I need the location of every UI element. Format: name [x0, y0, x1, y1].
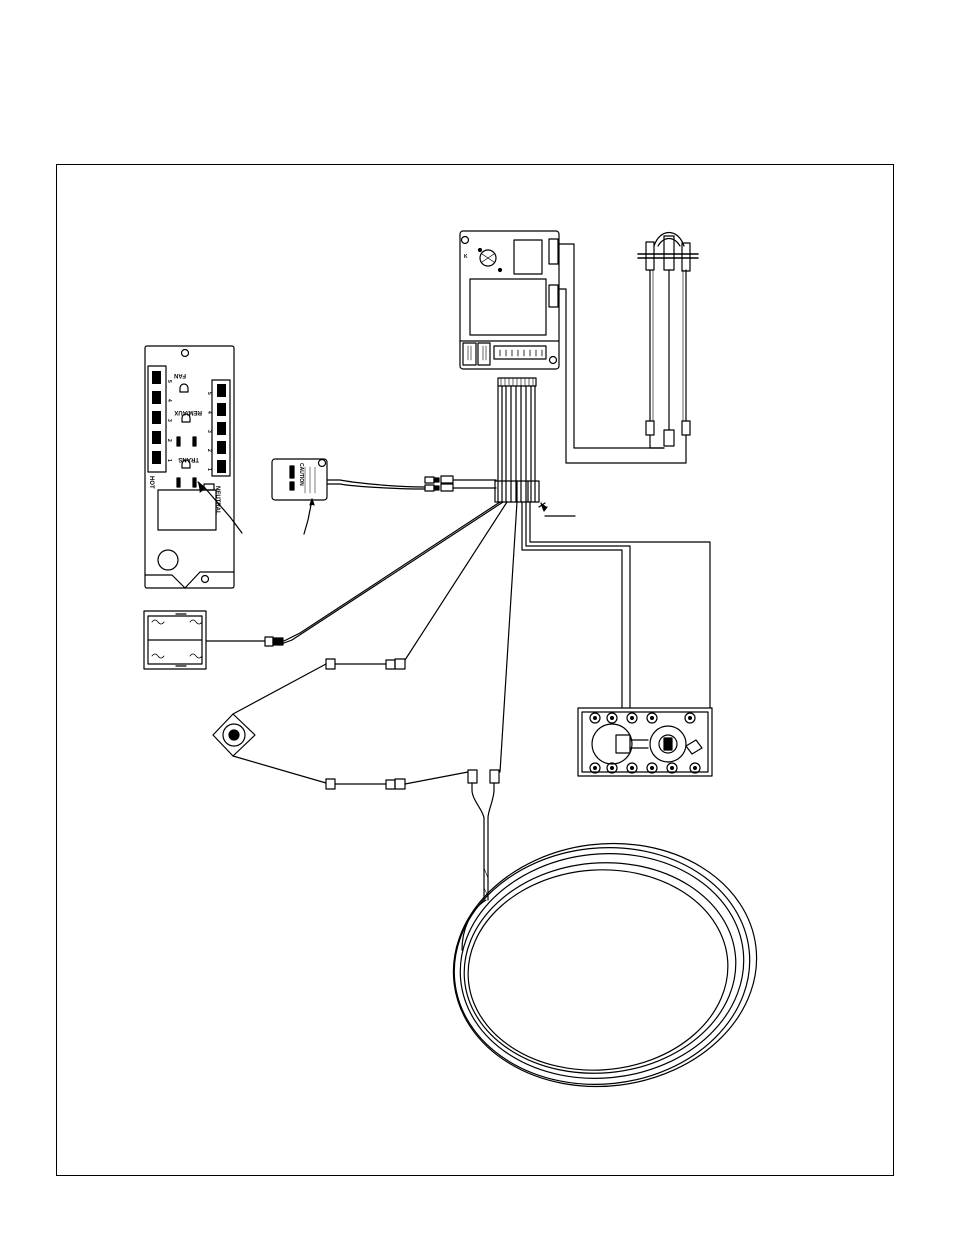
pilot-assembly: [558, 233, 698, 464]
trans-label: TRANS: [178, 456, 199, 462]
gas-valve: [578, 708, 712, 776]
transformer: CAUTION: [272, 459, 425, 534]
receptacle-board: FAN REM/AUX TRANS HOT NEUTRAL 5 4 3 2 1 …: [145, 346, 242, 588]
fan-label: FAN: [174, 372, 186, 378]
hot-label: HOT: [148, 476, 154, 489]
module-mark: K: [464, 254, 468, 260]
transformer-connector: [425, 476, 496, 491]
right-number-2: 2: [206, 449, 212, 452]
control-module: K: [460, 231, 559, 369]
right-number-4: 4: [206, 411, 212, 414]
sensor-wire: [439, 770, 770, 1104]
right-number-3: 3: [206, 430, 212, 433]
right-number-1: 1: [206, 468, 212, 471]
left-number-4: 4: [166, 399, 172, 402]
caution-label: CAUTION: [298, 463, 304, 486]
left-number-5: 5: [166, 380, 172, 383]
battery-pack: [144, 611, 283, 669]
harness-long-wires: [284, 502, 517, 772]
right-number-5: 5: [206, 392, 212, 395]
neutral-label: NEUTRAL: [214, 486, 220, 515]
left-number-1: 1: [166, 459, 172, 462]
wire-harness: [495, 378, 575, 516]
rem-aux-label: REM/AUX: [174, 409, 202, 415]
left-number-2: 2: [166, 439, 172, 442]
limit-switch: [213, 659, 468, 789]
valve-wires: [522, 502, 710, 708]
left-number-3: 3: [166, 419, 172, 422]
